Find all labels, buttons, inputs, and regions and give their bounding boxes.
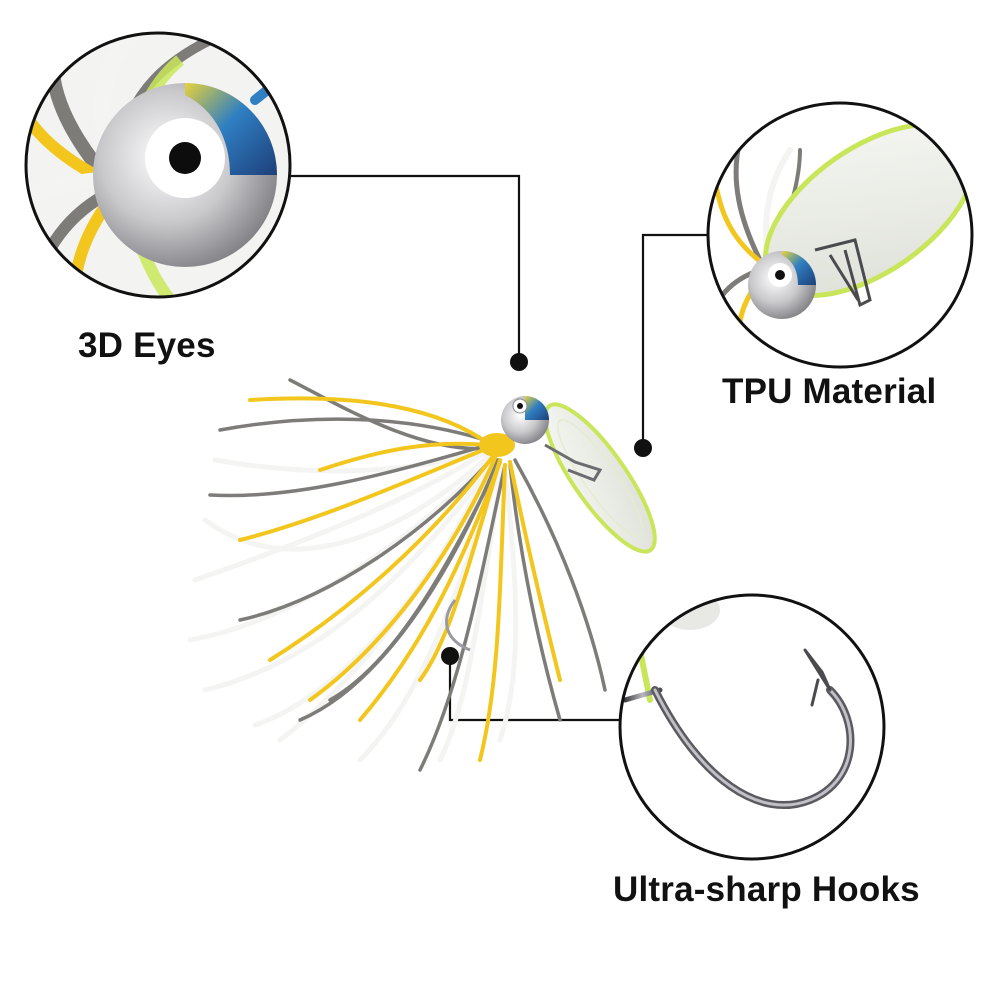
connector-dot-hooks xyxy=(441,647,459,665)
feature-label-eyes: 3D Eyes xyxy=(78,326,216,365)
tpu-closeup xyxy=(706,101,974,369)
eyes-closeup xyxy=(24,31,292,299)
snap-clip xyxy=(544,443,603,482)
hook-shank xyxy=(445,599,471,652)
hooks-closeup xyxy=(618,593,886,861)
lure-main xyxy=(187,378,657,772)
connector-lines xyxy=(290,174,708,722)
eye-pupil xyxy=(169,142,201,174)
connector-eyes xyxy=(290,174,521,362)
skirt-collar xyxy=(479,433,515,457)
connector-tpu xyxy=(641,233,708,448)
feature-label-hooks: Ultra-sharp Hooks xyxy=(613,870,920,909)
silicone-skirt xyxy=(187,378,607,772)
connector-dot-eyes xyxy=(510,353,528,371)
feature-label-tpu: TPU Material xyxy=(722,372,937,411)
connector-dot-tpu xyxy=(634,439,652,457)
spinner-blade xyxy=(543,402,657,554)
connector-hooks xyxy=(448,656,620,722)
